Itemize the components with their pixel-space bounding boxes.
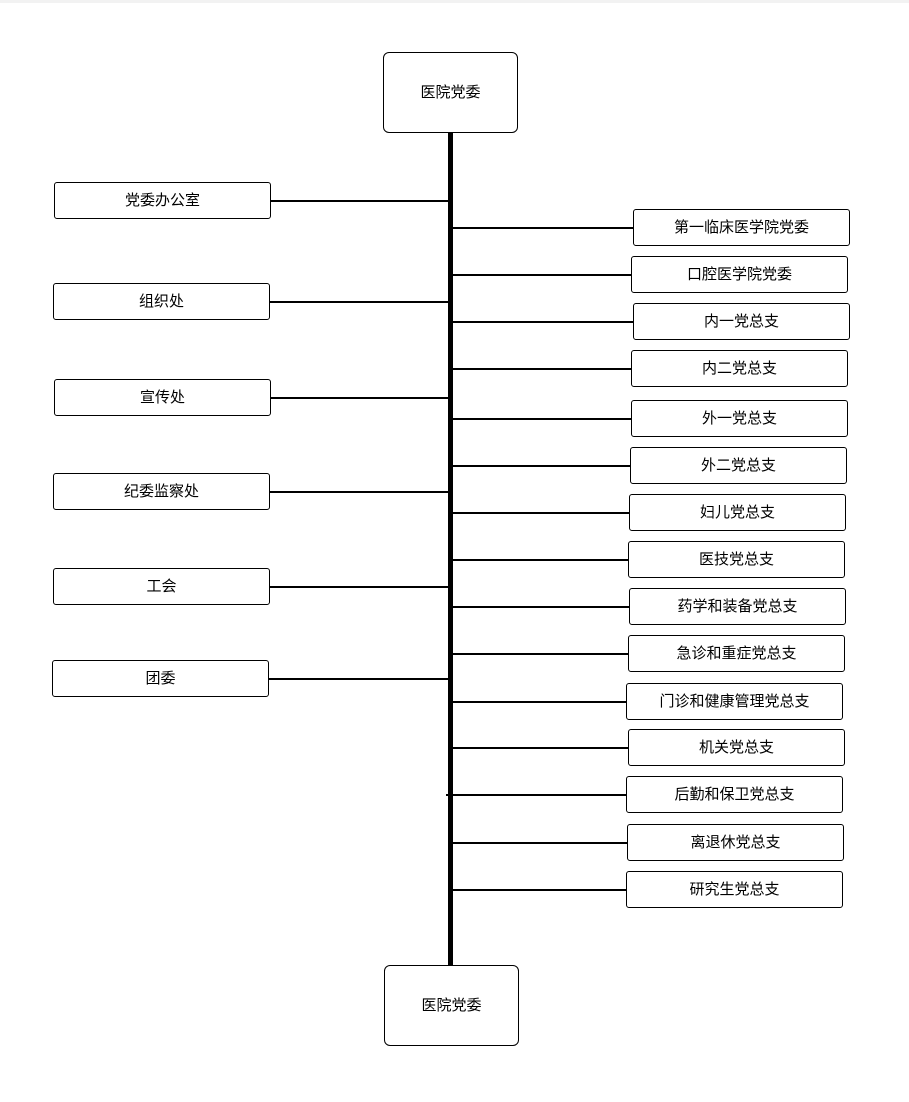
right-branch-node: 后勤和保卫党总支	[626, 776, 843, 813]
left-connector	[269, 586, 450, 588]
left-department-label: 党委办公室	[124, 191, 200, 209]
right-connector	[451, 227, 634, 229]
left-department-label: 组织处	[138, 292, 184, 310]
left-department-node: 纪委监察处	[53, 473, 270, 510]
right-branch-label: 外二党总支	[700, 456, 776, 474]
left-department-node: 宣传处	[54, 379, 271, 416]
right-connector	[451, 559, 629, 561]
right-branch-node: 口腔医学院党委	[631, 256, 848, 293]
right-connector	[451, 842, 628, 844]
left-department-label: 宣传处	[139, 388, 185, 406]
right-branch-label: 机关党总支	[698, 738, 774, 756]
left-department-label: 纪委监察处	[123, 482, 199, 500]
right-branch-node: 药学和装备党总支	[629, 588, 846, 625]
right-connector	[451, 512, 630, 514]
right-branch-label: 研究生党总支	[689, 880, 780, 898]
right-connector	[451, 747, 629, 749]
right-connector	[451, 465, 631, 467]
right-connector	[451, 889, 627, 891]
right-branch-label: 妇儿党总支	[699, 503, 775, 521]
left-connector	[269, 491, 450, 493]
right-branch-label: 内一党总支	[703, 312, 779, 330]
right-connector	[451, 368, 632, 370]
right-branch-label: 离退休党总支	[690, 833, 781, 851]
right-branch-label: 口腔医学院党委	[686, 265, 792, 283]
right-branch-label: 门诊和健康管理党总支	[659, 692, 810, 710]
right-connector	[446, 794, 627, 796]
left-department-node: 党委办公室	[54, 182, 271, 219]
right-connector	[451, 701, 627, 703]
left-connector	[270, 397, 450, 399]
right-branch-label: 外一党总支	[701, 409, 777, 427]
left-department-label: 团委	[145, 669, 176, 687]
root-node-bottom-label: 医院党委	[421, 996, 482, 1014]
org-spine	[448, 132, 453, 966]
root-node-top-label: 医院党委	[420, 83, 481, 101]
right-connector	[451, 321, 634, 323]
left-department-node: 组织处	[53, 283, 270, 320]
right-branch-node: 妇儿党总支	[629, 494, 846, 531]
right-branch-label: 后勤和保卫党总支	[674, 785, 795, 803]
left-connector	[269, 301, 450, 303]
right-branch-node: 内二党总支	[631, 350, 848, 387]
right-branch-label: 第一临床医学院党委	[673, 218, 809, 236]
right-branch-node: 医技党总支	[628, 541, 845, 578]
right-branch-label: 医技党总支	[698, 550, 774, 568]
left-department-node: 工会	[53, 568, 270, 605]
right-branch-label: 内二党总支	[701, 359, 777, 377]
right-branch-node: 急诊和重症党总支	[628, 635, 845, 672]
left-connector	[270, 200, 450, 202]
left-department-node: 团委	[52, 660, 269, 697]
right-connector	[451, 653, 629, 655]
root-node-bottom: 医院党委	[384, 965, 519, 1046]
left-connector	[268, 678, 450, 680]
right-connector	[451, 606, 630, 608]
right-branch-node: 内一党总支	[633, 303, 850, 340]
right-branch-node: 第一临床医学院党委	[633, 209, 850, 246]
right-branch-node: 研究生党总支	[626, 871, 843, 908]
right-branch-label: 药学和装备党总支	[677, 597, 798, 615]
left-department-label: 工会	[146, 577, 177, 595]
page-top-band	[0, 0, 909, 3]
right-branch-node: 离退休党总支	[627, 824, 844, 861]
right-branch-node: 外二党总支	[630, 447, 847, 484]
right-connector	[451, 274, 632, 276]
right-branch-node: 外一党总支	[631, 400, 848, 437]
right-branch-node: 门诊和健康管理党总支	[626, 683, 843, 720]
right-branch-label: 急诊和重症党总支	[676, 644, 797, 662]
root-node-top: 医院党委	[383, 52, 518, 133]
right-branch-node: 机关党总支	[628, 729, 845, 766]
right-connector	[451, 418, 632, 420]
